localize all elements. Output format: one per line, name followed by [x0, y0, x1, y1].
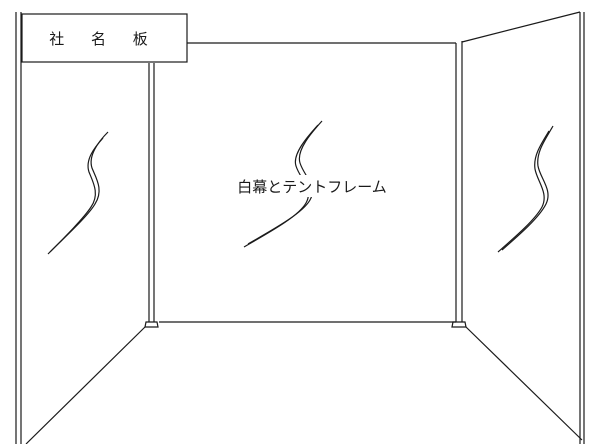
- back-right-post: [451, 41, 467, 328]
- diagram-caption: 白幕とテントフレーム: [237, 178, 387, 196]
- floor-lines: [25, 326, 583, 444]
- company-name-board-label: 社 名 板: [49, 30, 159, 48]
- back-left-post: [144, 63, 159, 328]
- back-wall-outline: [159, 42, 456, 323]
- curtain-fold-right: [497, 125, 554, 253]
- right-wall-outline: [461, 11, 585, 444]
- left-frame-post: [15, 12, 22, 444]
- curtain-fold-left: [47, 131, 109, 255]
- caption-backdrop: [218, 175, 408, 197]
- company-name-board: [21, 13, 188, 63]
